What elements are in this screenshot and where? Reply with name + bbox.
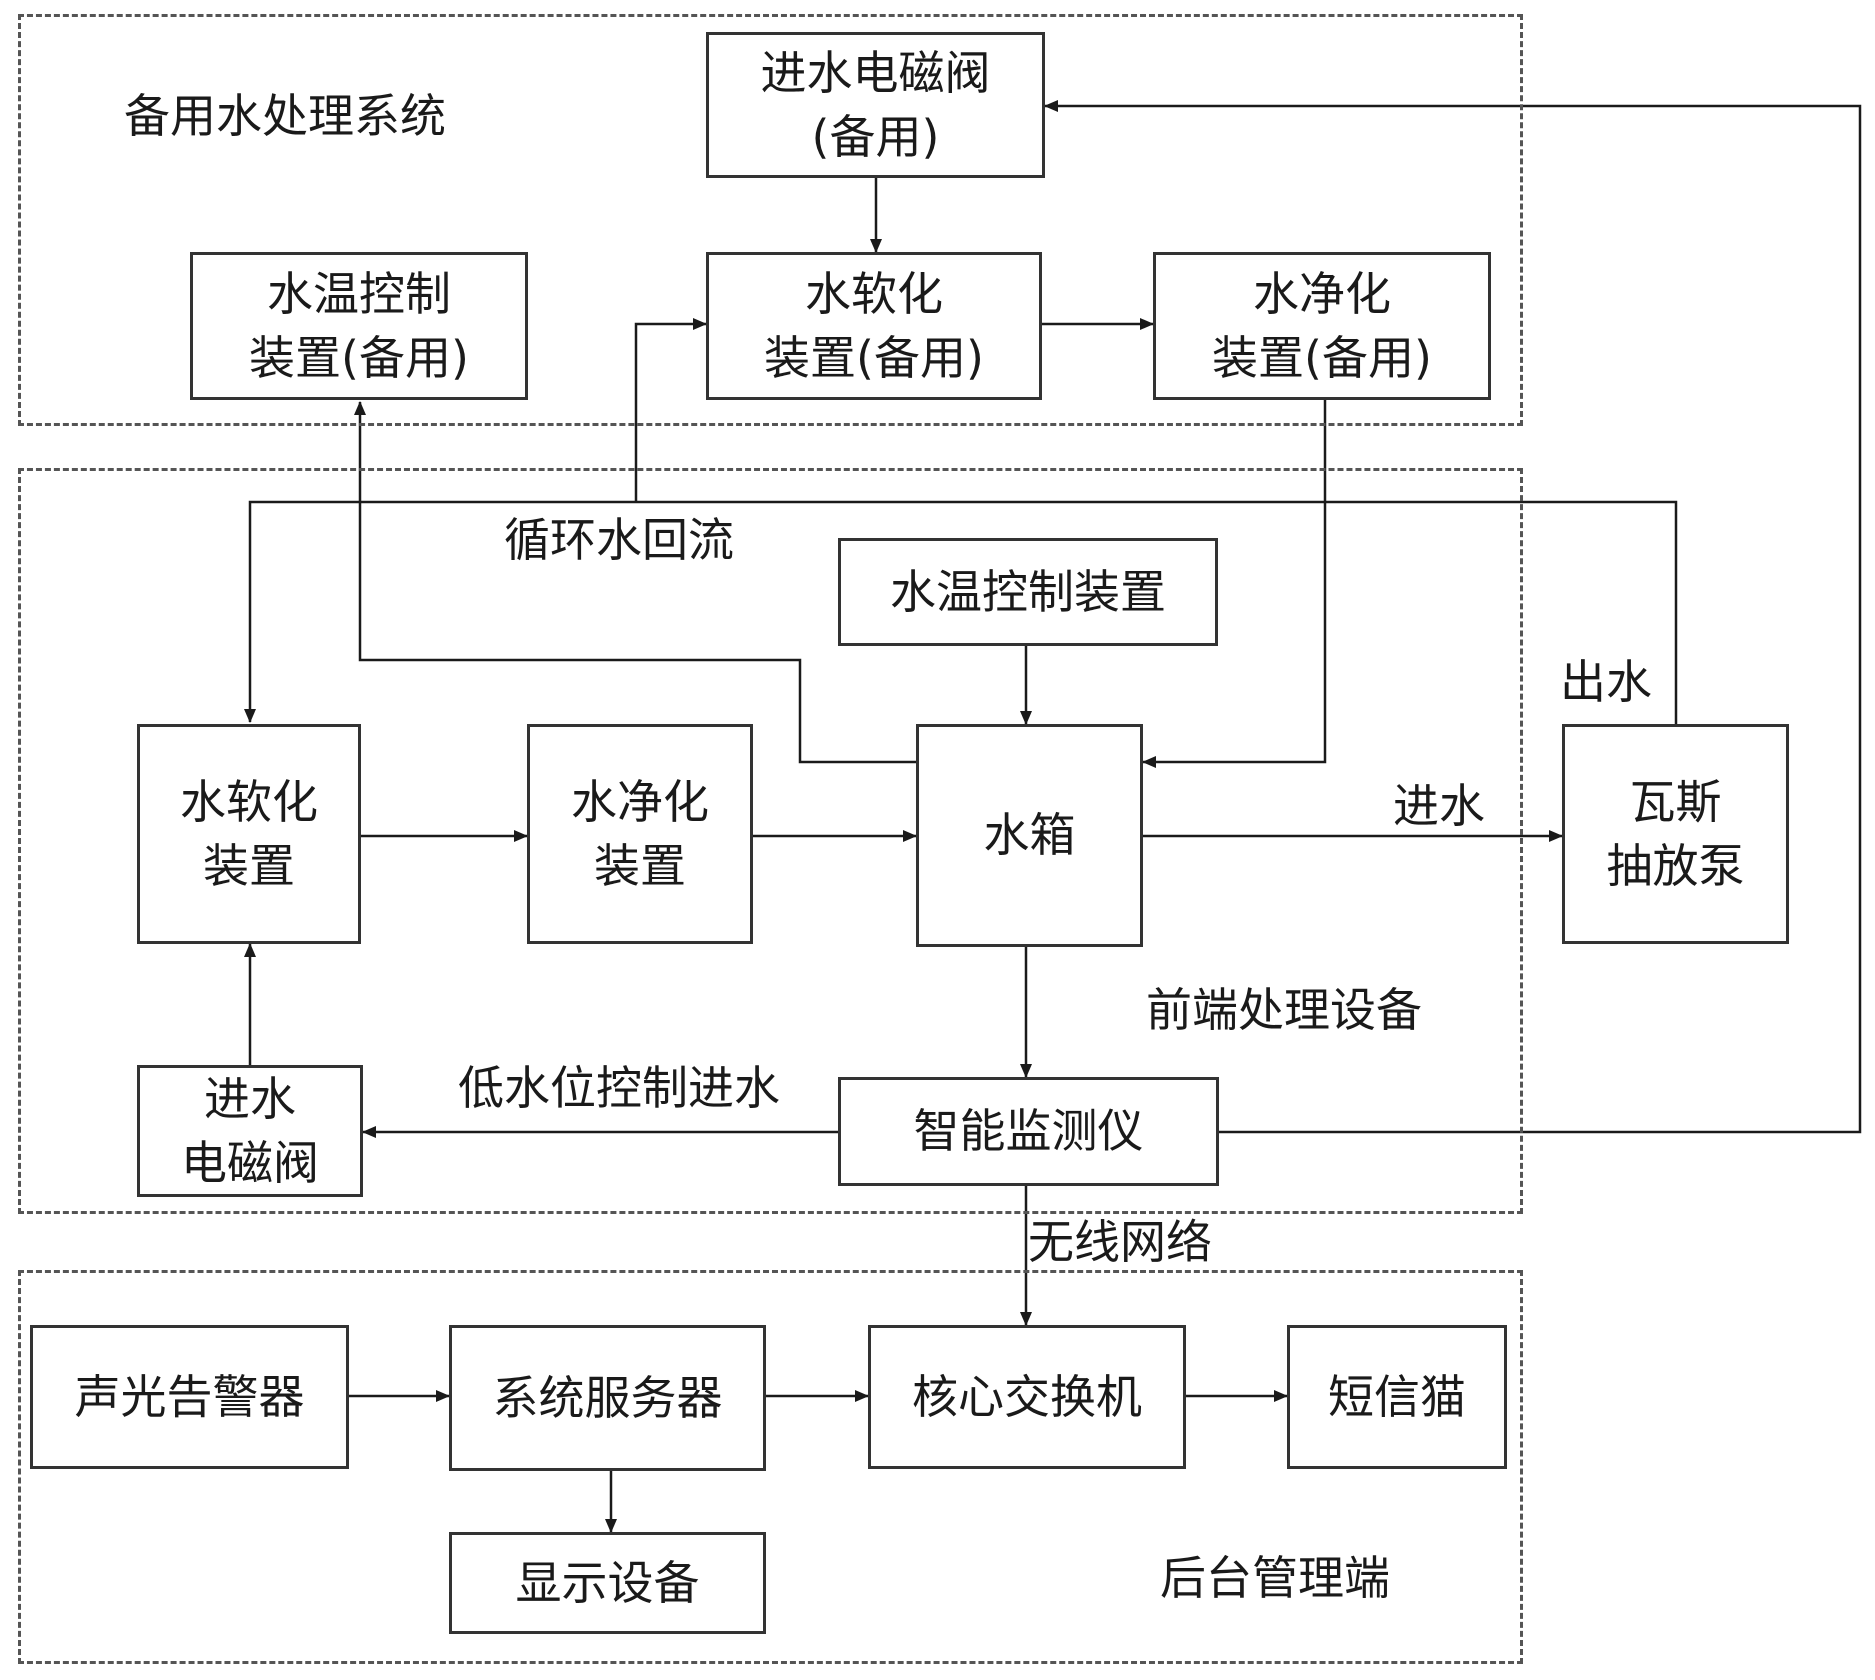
edge-backup-purifier-to-tank <box>1142 400 1327 768</box>
edge-label-wireless: 无线网络 <box>1028 1215 1212 1269</box>
smart-monitor-box: 智能监测仪 <box>838 1077 1219 1186</box>
box-line: 水箱 <box>983 808 1076 863</box>
box-line: 抽放泵 <box>1606 839 1745 893</box>
edge-recirc-to-backup-softener <box>634 318 707 502</box>
system-server-box: 系统服务器 <box>449 1325 766 1471</box>
box-line: 短信猫 <box>1328 1369 1466 1424</box>
group-title-frontend: 前端处理设备 <box>1146 983 1422 1037</box>
box-line: 装置(备用) <box>1212 331 1432 385</box>
group-backend-management <box>18 1270 1523 1664</box>
water-tank-box: 水箱 <box>916 724 1143 947</box>
box-line: 水软化 <box>180 774 318 829</box>
group-title-backend: 后台管理端 <box>1160 1551 1390 1605</box>
box-line: 进水 <box>204 1071 296 1126</box>
box-line: 声光告警器 <box>74 1369 305 1424</box>
box-line: 显示设备 <box>515 1555 700 1610</box>
box-line: 智能监测仪 <box>913 1104 1144 1159</box>
backup-inlet-valve-box: 进水电磁阀 (备用) <box>706 32 1045 178</box>
softener-box: 水软化 装置 <box>137 724 361 944</box>
backup-purifier-box: 水净化 装置(备用) <box>1153 252 1491 400</box>
box-line: (备用) <box>811 110 940 164</box>
box-line: 水温控制 <box>267 266 451 321</box>
backup-softener-box: 水软化 装置(备用) <box>706 252 1042 400</box>
edge-label-water-in: 进水 <box>1393 779 1485 833</box>
sms-modem-box: 短信猫 <box>1287 1325 1507 1469</box>
box-line: 核心交换机 <box>912 1369 1142 1424</box>
box-line: 装置(备用) <box>764 331 984 385</box>
edge-label-recirculation: 循环水回流 <box>504 513 734 567</box>
box-line: 装置(备用) <box>249 331 469 385</box>
edge-recirculation <box>244 500 1678 724</box>
core-switch-box: 核心交换机 <box>868 1325 1186 1469</box>
temp-control-box: 水温控制装置 <box>838 538 1218 646</box>
box-line: 瓦斯 <box>1629 774 1722 829</box>
inlet-valve-box: 进水 电磁阀 <box>137 1065 363 1197</box>
group-title-backup: 备用水处理系统 <box>124 89 446 143</box>
backup-temp-control-box: 水温控制 装置(备用) <box>190 252 528 400</box>
edge-label-water-out: 出水 <box>1560 655 1652 709</box>
group-backup-water-treatment <box>18 14 1523 426</box>
box-line: 进水电磁阀 <box>760 45 991 100</box>
group-frontend-processing <box>18 468 1523 1214</box>
box-line: 水净化 <box>571 774 709 829</box>
gas-pump-box: 瓦斯 抽放泵 <box>1562 724 1789 944</box>
edge-label-low-level-intake: 低水位控制进水 <box>458 1061 780 1115</box>
box-line: 装置 <box>594 839 686 893</box>
alarm-box: 声光告警器 <box>30 1325 349 1469</box>
purifier-box: 水净化 装置 <box>527 724 753 944</box>
edge-monitor-to-backup-valve <box>1044 100 1862 1134</box>
box-line: 电磁阀 <box>181 1136 319 1190</box>
display-device-box: 显示设备 <box>449 1532 766 1634</box>
box-line: 水软化 <box>805 266 943 321</box>
box-line: 系统服务器 <box>492 1370 723 1425</box>
box-line: 水温控制装置 <box>890 564 1166 619</box>
edge-tank-to-backup-temp <box>354 401 916 764</box>
box-line: 装置 <box>203 839 295 893</box>
box-line: 水净化 <box>1253 266 1391 321</box>
